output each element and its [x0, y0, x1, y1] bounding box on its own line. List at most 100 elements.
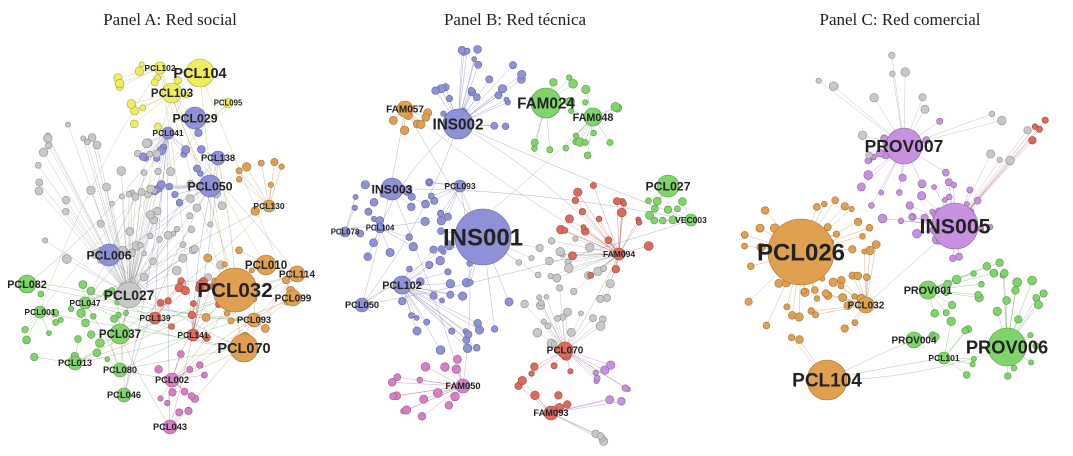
- node: [419, 394, 429, 404]
- node: [57, 317, 64, 323]
- node: [674, 205, 681, 213]
- hub-node: [354, 297, 370, 313]
- node: [865, 224, 874, 232]
- node: [761, 206, 770, 215]
- panel-c-title: Panel C: Red comercial: [819, 10, 981, 29]
- node-label: PROV004: [891, 336, 936, 347]
- edge: [361, 123, 459, 306]
- node: [564, 263, 574, 273]
- node: [150, 78, 159, 87]
- node: [407, 202, 416, 212]
- panel-c-network: PCL026INS005PROV007PROV006PCL104PROV001P…: [740, 51, 1049, 401]
- node: [543, 293, 550, 300]
- node: [853, 271, 862, 281]
- edge: [39, 182, 130, 296]
- node: [42, 237, 49, 244]
- node: [868, 202, 875, 209]
- node: [125, 191, 133, 198]
- node: [920, 105, 930, 114]
- node: [1004, 372, 1012, 380]
- node: [474, 60, 483, 69]
- edge: [39, 311, 245, 349]
- node: [139, 152, 148, 161]
- node-label: PCL047: [69, 298, 100, 308]
- hub-node: [454, 208, 512, 266]
- hub-node: [115, 281, 143, 309]
- node: [744, 297, 753, 306]
- edge: [811, 304, 867, 312]
- node: [270, 158, 279, 167]
- node: [587, 271, 595, 279]
- node: [416, 120, 426, 130]
- node: [617, 397, 626, 406]
- node: [196, 361, 204, 369]
- node: [51, 308, 60, 317]
- node: [592, 369, 599, 376]
- hub-node: [442, 108, 474, 140]
- node: [74, 335, 82, 343]
- node: [46, 330, 52, 336]
- node: [356, 229, 365, 238]
- node: [497, 84, 507, 94]
- node: [139, 272, 149, 282]
- node: [594, 375, 601, 382]
- node: [202, 333, 211, 342]
- node: [473, 45, 482, 54]
- hub-node: [67, 355, 83, 371]
- node: [942, 288, 950, 296]
- node: [917, 179, 927, 189]
- node: [941, 168, 950, 177]
- edge: [128, 192, 133, 296]
- edge: [159, 67, 245, 349]
- node: [898, 173, 907, 182]
- edge: [393, 385, 464, 397]
- node: [451, 364, 461, 374]
- edge: [564, 349, 626, 389]
- node-label: PCL050: [187, 179, 232, 193]
- node: [600, 365, 610, 375]
- node: [950, 181, 957, 189]
- node: [857, 182, 866, 192]
- node: [517, 70, 527, 80]
- node: [756, 242, 766, 252]
- node: [1002, 296, 1011, 305]
- edge: [119, 333, 171, 428]
- node: [971, 355, 977, 362]
- node: [678, 197, 687, 206]
- node: [810, 286, 819, 294]
- node-label: PCL093: [237, 315, 271, 325]
- node: [131, 192, 140, 201]
- node: [146, 150, 154, 158]
- node: [988, 110, 996, 117]
- node: [943, 279, 952, 289]
- node: [1036, 125, 1043, 133]
- edge: [128, 157, 219, 296]
- node: [137, 188, 146, 196]
- node: [659, 216, 667, 225]
- edge: [406, 385, 464, 411]
- node: [528, 370, 535, 377]
- hub-node: [918, 280, 938, 300]
- node: [747, 262, 755, 270]
- node: [405, 233, 413, 241]
- node: [421, 113, 431, 122]
- edge: [379, 221, 426, 229]
- node: [87, 330, 96, 339]
- node-label: PROV006: [966, 336, 1048, 357]
- node: [203, 253, 213, 263]
- hub-node: [255, 254, 277, 276]
- node: [912, 229, 922, 239]
- node: [549, 78, 558, 87]
- nodes: INS001INS002INS003FAM024FAM048PCL027FAM0…: [331, 45, 707, 446]
- node: [134, 66, 145, 76]
- edge: [344, 196, 356, 233]
- node: [544, 322, 552, 330]
- node: [393, 373, 402, 382]
- node-label: FAM093: [533, 408, 568, 418]
- node: [177, 350, 185, 358]
- node: [168, 388, 177, 397]
- hub-node: [161, 126, 175, 140]
- hub-node: [380, 177, 404, 201]
- node: [936, 117, 944, 125]
- hub-node: [78, 296, 92, 310]
